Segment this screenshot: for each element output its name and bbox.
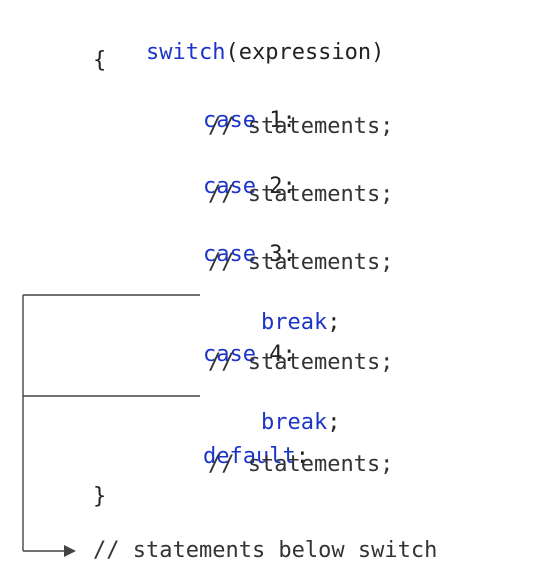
break-1-semicolon: ; bbox=[327, 310, 341, 335]
break-1-line: break; bbox=[208, 284, 340, 362]
default-line: default: bbox=[150, 418, 309, 496]
break-2-semicolon: ; bbox=[327, 410, 341, 435]
switch-keyword: switch bbox=[145, 40, 226, 65]
case-3-statement: // statements; bbox=[208, 250, 394, 275]
case-2-line: case 2: bbox=[150, 148, 296, 226]
case-4-keyword: case bbox=[202, 342, 256, 367]
case-3-keyword: case bbox=[202, 242, 256, 267]
case-3-line: case 3: bbox=[150, 216, 296, 294]
open-brace: { bbox=[93, 48, 107, 73]
case-4-line: case 4: bbox=[150, 316, 296, 394]
case-2-keyword: case bbox=[202, 174, 256, 199]
case-1-keyword: case bbox=[202, 108, 256, 133]
break-1-keyword: break bbox=[260, 310, 328, 335]
case-4-statement: // statements; bbox=[208, 350, 394, 375]
close-brace: } bbox=[93, 484, 107, 509]
case-2-label: 2: bbox=[255, 174, 296, 199]
default-keyword: default bbox=[202, 444, 296, 469]
default-colon: : bbox=[295, 444, 309, 469]
case-1-label: 1: bbox=[255, 108, 296, 133]
case-1-line: case 1: bbox=[150, 82, 296, 160]
case-4-label: 4: bbox=[255, 342, 296, 367]
case-3-label: 3: bbox=[255, 242, 296, 267]
arrow-head-icon bbox=[64, 545, 76, 557]
switch-args: (expression) bbox=[225, 40, 385, 65]
after-switch-statement: // statements below switch bbox=[93, 538, 438, 563]
break-2-line: break; bbox=[208, 384, 340, 462]
switch-line: switch(expression) bbox=[93, 14, 384, 92]
break-2-keyword: break bbox=[260, 410, 328, 435]
case-1-statement: // statements; bbox=[208, 114, 394, 139]
case-2-statement: // statements; bbox=[208, 182, 394, 207]
default-statement: // statements; bbox=[208, 452, 394, 477]
